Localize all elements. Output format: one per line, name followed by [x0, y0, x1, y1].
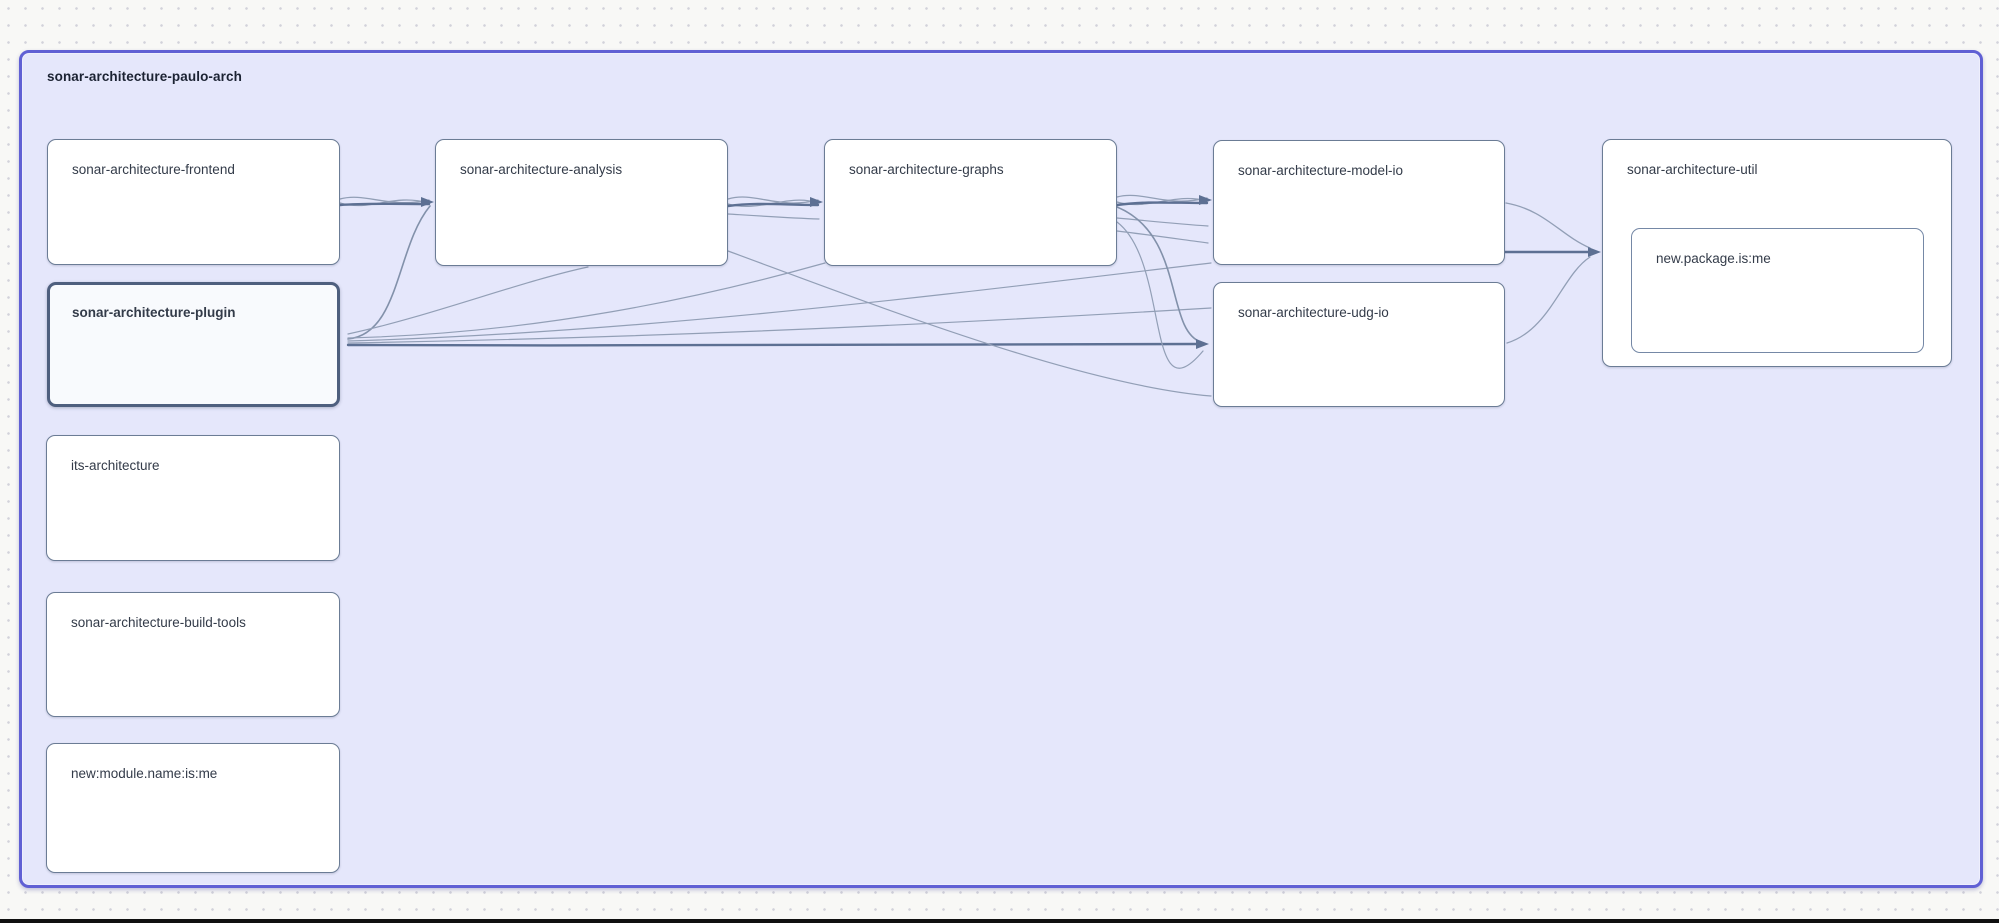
node-new-module[interactable]: new:module.name:is:me	[46, 743, 340, 873]
dependency-edge-frontend-to-analysis[interactable]	[338, 202, 431, 207]
dependency-edge-plugin-to-analysis[interactable]	[347, 266, 589, 335]
dependency-edge-graphs-to-model-io[interactable]	[1116, 217, 1209, 227]
edge-arrowhead	[810, 197, 823, 207]
dependency-edge-analysis-to-graphs[interactable]	[726, 202, 820, 208]
dependency-edge-model-io-to-util[interactable]	[1505, 202, 1591, 249]
edge-arrowhead	[1588, 247, 1601, 257]
node-label-frontend: sonar-architecture-frontend	[72, 162, 235, 177]
node-label-util: sonar-architecture-util	[1627, 162, 1758, 177]
node-build-tools[interactable]: sonar-architecture-build-tools	[46, 592, 340, 717]
edge-arrowhead	[421, 197, 434, 207]
node-plugin[interactable]: sonar-architecture-plugin	[47, 282, 340, 407]
dependency-edge-analysis-to-graphs[interactable]	[727, 196, 819, 204]
node-label-udg-io: sonar-architecture-udg-io	[1238, 305, 1389, 320]
node-udg-io[interactable]: sonar-architecture-udg-io	[1213, 282, 1505, 407]
dependency-edge-udg-io-to-util[interactable]	[1506, 256, 1591, 344]
node-analysis[interactable]: sonar-architecture-analysis	[435, 139, 728, 266]
node-label-model-io: sonar-architecture-model-io	[1238, 163, 1404, 178]
node-label-plugin: sonar-architecture-plugin	[72, 305, 236, 320]
edge-arrowhead	[1196, 339, 1209, 349]
node-label-new-module: new:module.name:is:me	[71, 766, 218, 781]
node-its[interactable]: its-architecture	[46, 435, 340, 561]
dependency-edge-frontend-to-analysis[interactable]	[339, 196, 430, 204]
dependency-edge-analysis-to-graphs[interactable]	[727, 213, 820, 220]
node-label-graphs: sonar-architecture-graphs	[849, 162, 1004, 177]
container-title: sonar-architecture-paulo-arch	[47, 69, 242, 84]
node-util[interactable]: sonar-architecture-util new.package.is:me	[1602, 139, 1952, 367]
dependency-edge-analysis-to-udg-io[interactable]	[727, 250, 1212, 397]
node-new-package[interactable]: new.package.is:me	[1631, 228, 1924, 353]
node-label-new-package: new.package.is:me	[1656, 251, 1771, 266]
dependency-edge-plugin-to-analysis[interactable]	[347, 205, 431, 340]
dependency-edge-plugin-to-model-io[interactable]	[347, 262, 1212, 342]
node-label-its: its-architecture	[71, 458, 160, 473]
node-frontend[interactable]: sonar-architecture-frontend	[47, 139, 340, 265]
dependency-edge-graphs-to-model-io[interactable]	[1115, 201, 1209, 207]
dependency-edge-graphs-to-udg-io[interactable]	[1116, 221, 1204, 369]
dependency-edge-graphs-to-udg-io[interactable]	[1116, 206, 1202, 343]
bottom-black-bar	[0, 919, 1999, 923]
node-model-io[interactable]: sonar-architecture-model-io	[1213, 140, 1505, 265]
dependency-edge-graphs-to-model-io[interactable]	[1116, 194, 1208, 202]
edge-arrowhead	[1199, 195, 1212, 205]
node-label-build-tools: sonar-architecture-build-tools	[71, 615, 246, 630]
dependency-edge-plugin-to-udg-io[interactable]	[347, 307, 1212, 344]
node-graphs[interactable]: sonar-architecture-graphs	[824, 139, 1117, 266]
dependency-edge-plugin-to-udg-io[interactable]	[346, 342, 1201, 347]
node-label-analysis: sonar-architecture-analysis	[460, 162, 623, 177]
dependency-edge-plugin-to-graphs[interactable]	[347, 262, 826, 339]
